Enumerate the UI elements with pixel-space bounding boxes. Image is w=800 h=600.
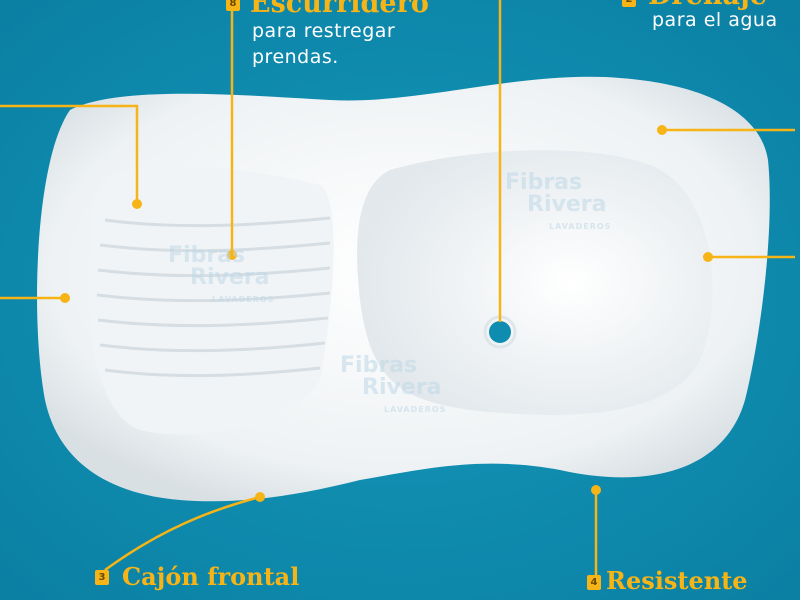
cajon-title: Cajón frontal xyxy=(122,562,300,591)
basin xyxy=(357,150,713,415)
callout-dots xyxy=(60,125,713,502)
escurridero-title: Escurridero xyxy=(250,0,429,19)
watermark-line2: Rivera xyxy=(190,265,270,290)
escurridero-desc-1: para restregar xyxy=(252,20,396,42)
escurridero-badge: 8 xyxy=(226,0,240,11)
drain-hole xyxy=(489,321,511,343)
cajon-badge: 3 xyxy=(95,570,109,585)
drenaje-title: Drenaje xyxy=(648,0,767,11)
watermark-logo: Fibras Rivera LAVADEROS xyxy=(505,172,611,238)
watermark-line3: LAVADEROS xyxy=(549,222,612,231)
watermark-line2: Rivera xyxy=(527,192,607,217)
drenaje-badge: 2 xyxy=(622,0,636,7)
resistente-badge: 4 xyxy=(587,575,601,590)
callout-lines xyxy=(0,0,795,578)
watermark-line2: Rivera xyxy=(362,375,442,400)
watermark-line1: Fibras xyxy=(505,170,583,195)
watermark-logo: Fibras Rivera LAVADEROS xyxy=(340,355,446,421)
drenaje-desc: para el agua xyxy=(652,9,778,31)
resistente-title: Resistente xyxy=(606,566,748,595)
watermark-logo: Fibras Rivera LAVADEROS xyxy=(168,245,274,311)
watermark-line1: Fibras xyxy=(168,243,246,268)
washboard-ridges xyxy=(96,216,331,378)
watermark-line3: LAVADEROS xyxy=(384,405,447,414)
watermark-line3: LAVADEROS xyxy=(212,295,275,304)
watermark-line1: Fibras xyxy=(340,353,418,378)
escurridero-desc-2: prendas. xyxy=(252,46,339,68)
